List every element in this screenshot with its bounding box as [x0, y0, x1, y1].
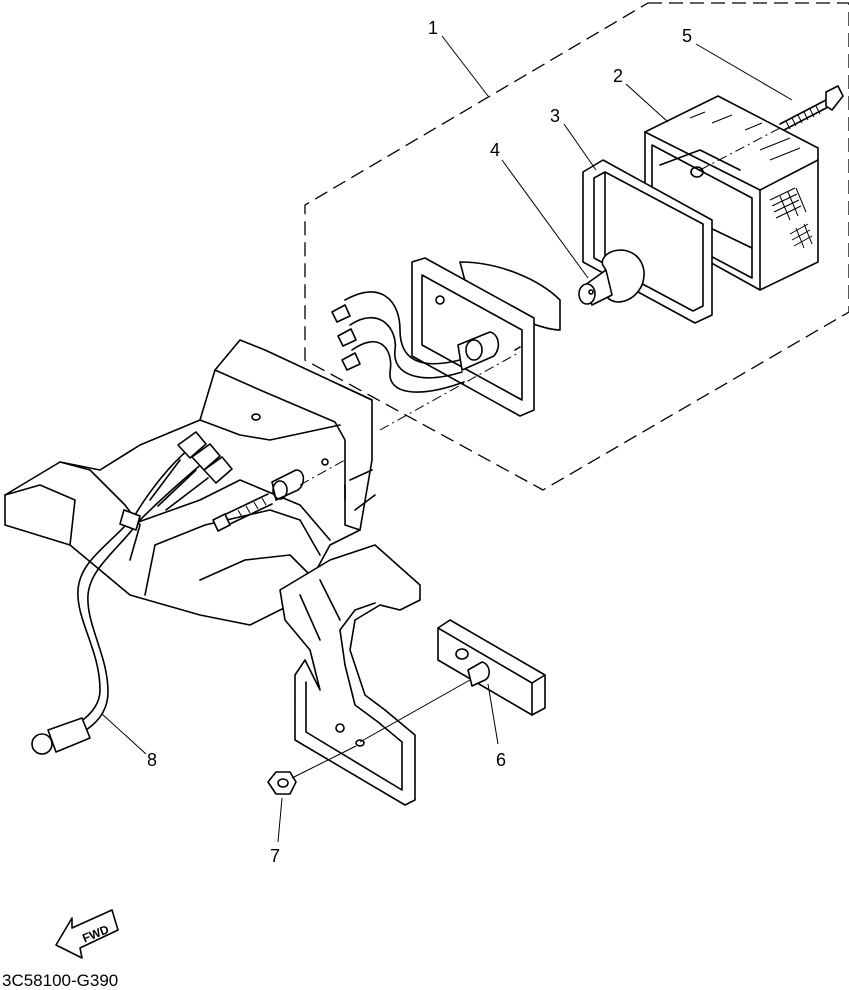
callout-1: 1	[428, 18, 438, 38]
assembly-line-bolt	[299, 459, 346, 486]
lamp-socket-plate	[411, 257, 561, 417]
assembly-boundary-dashed	[304, 2, 849, 491]
part-5-screw	[779, 85, 844, 131]
figure-code: 3C58100-G390	[2, 971, 118, 990]
fwd-arrow-icon: FWD	[55, 909, 119, 959]
assembly-line-screw	[699, 127, 781, 171]
part-7-nut	[267, 771, 297, 795]
callout-2: 2	[613, 66, 623, 86]
callout-7: 7	[270, 846, 280, 866]
callout-8: 8	[147, 750, 157, 770]
leader-lines	[101, 35, 793, 843]
part-8-wire-harness	[31, 431, 233, 755]
part-3-gasket	[582, 159, 713, 324]
lamp-wires	[331, 291, 465, 393]
assembly-line-nut	[291, 745, 357, 779]
callout-5: 5	[682, 26, 692, 46]
housing-bolt	[212, 458, 329, 532]
part-4-bulb	[578, 249, 645, 306]
callout-4: 4	[490, 140, 500, 160]
assembly-line-housing	[379, 351, 521, 431]
license-plate-bracket	[279, 544, 421, 806]
callout-3: 3	[550, 106, 560, 126]
callout-6: 6	[496, 750, 506, 770]
part-6-reflector	[437, 619, 546, 716]
assembly-line-reflector	[359, 679, 471, 743]
